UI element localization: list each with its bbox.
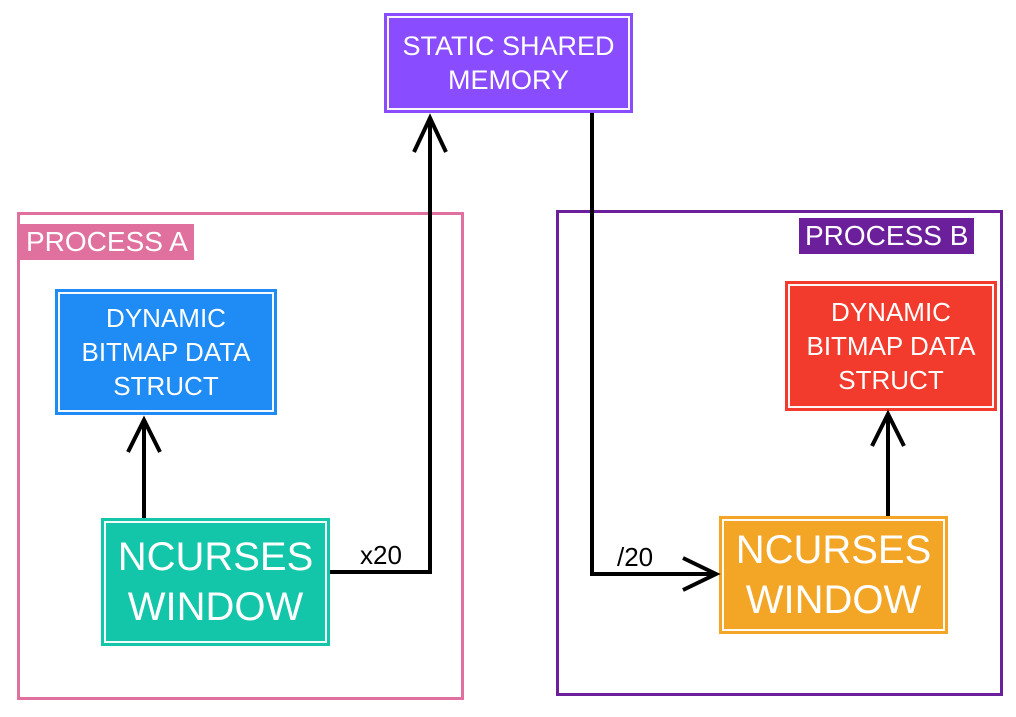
arrow-shared-to-b-window: [590, 113, 716, 576]
shared-memory-box: STATIC SHARED MEMORY: [384, 13, 633, 113]
edge-label-x20: x20: [360, 540, 402, 570]
process-b-title: PROCESS B: [799, 218, 975, 254]
process-b-ncurses-label: NCURSES WINDOW: [735, 528, 932, 622]
process-a-ncurses-label: NCURSES WINDOW: [117, 535, 314, 629]
arrowhead-a-bitmap: [126, 415, 162, 453]
arrowhead-b-window: [682, 556, 721, 592]
arrowhead-shared: [412, 113, 448, 153]
process-b-bitmap-box: DYNAMIC BITMAP DATA STRUCT: [785, 281, 997, 411]
process-a-bitmap-label: DYNAMIC BITMAP DATA STRUCT: [81, 303, 251, 401]
process-b-bitmap-label: DYNAMIC BITMAP DATA STRUCT: [806, 297, 976, 395]
process-a-ncurses-box: NCURSES WINDOW: [101, 518, 330, 646]
process-a-bitmap-box: DYNAMIC BITMAP DATA STRUCT: [55, 289, 277, 415]
shared-memory-label: STATIC SHARED MEMORY: [402, 31, 615, 95]
process-a-title: PROCESS A: [20, 224, 194, 260]
edge-label-div20: /20: [617, 542, 654, 572]
arrow-a-window-to-shared: [330, 118, 432, 574]
process-b-frame: [556, 210, 1003, 696]
process-a-frame: [17, 212, 464, 700]
arrowhead-b-bitmap: [870, 409, 906, 447]
